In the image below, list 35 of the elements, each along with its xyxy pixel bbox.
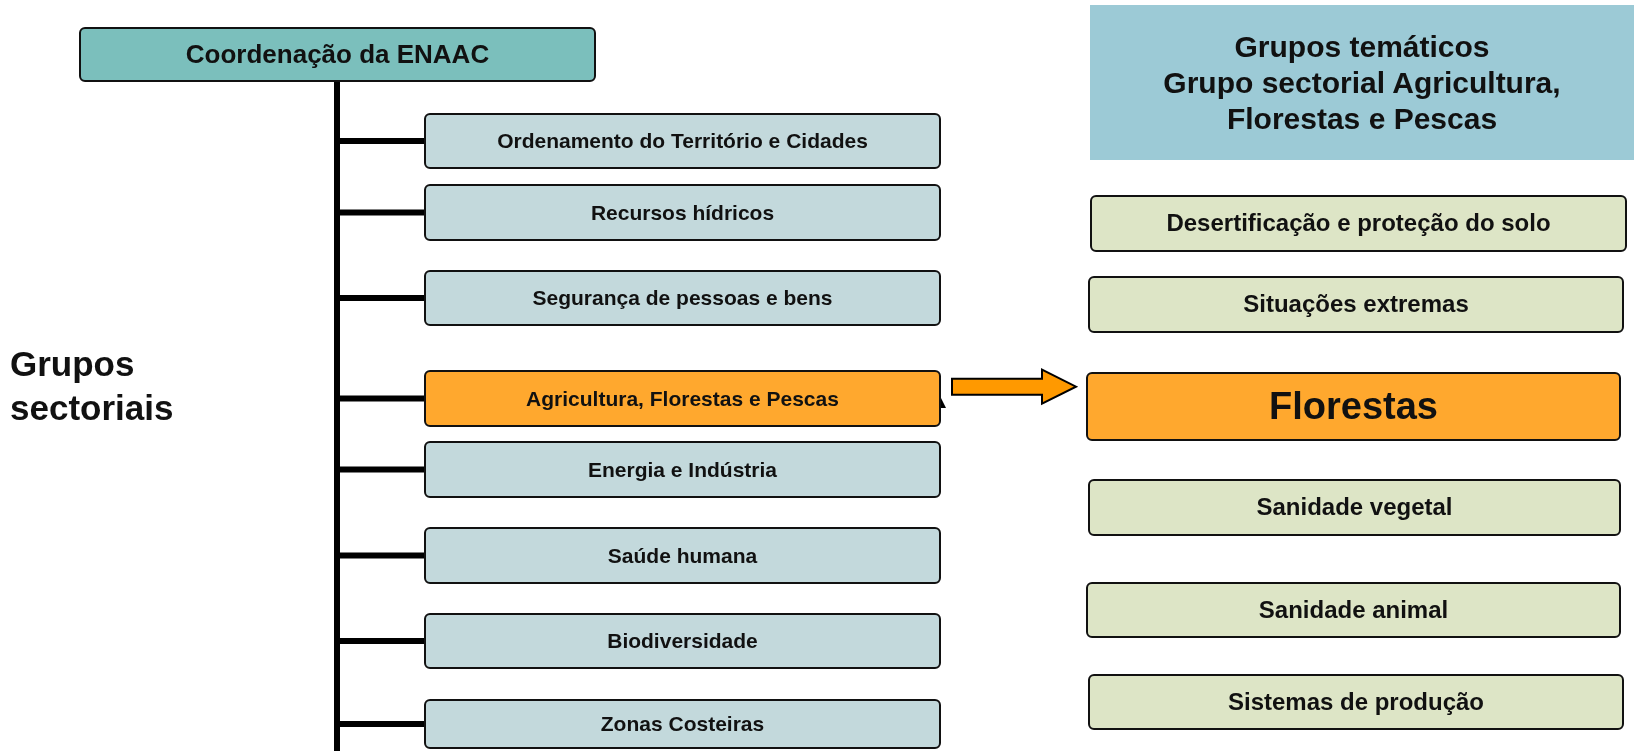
box-label: Situações extremas	[1243, 290, 1469, 319]
group-box	[424, 699, 941, 749]
box-label: Sanidade vegetal	[1256, 493, 1453, 522]
group-box	[1086, 372, 1621, 441]
box-label: Sanidade animal	[1258, 595, 1449, 625]
group-box	[424, 184, 941, 241]
side-heading: Grupos sectoriais	[10, 343, 175, 429]
box-label: Grupos temáticos	[1234, 28, 1490, 65]
box-label: Segurança de pessoas e bens	[532, 285, 833, 311]
box-label: Agricultura, Florestas e Pescas	[526, 385, 839, 412]
box-label: Desertificação e proteção do solo	[1166, 209, 1551, 238]
group-box	[424, 270, 941, 326]
box-label: Energia e Indústria	[587, 456, 778, 483]
group-box	[1086, 582, 1621, 638]
block-arrow	[951, 368, 1079, 406]
group-box	[424, 113, 941, 169]
group-box	[79, 27, 596, 82]
group-box	[1088, 479, 1621, 536]
box-label: Coordenação da ENAAC	[185, 38, 490, 71]
group-box	[424, 613, 941, 669]
group-box	[424, 370, 941, 427]
group-box	[424, 527, 941, 584]
box-label: Florestas	[1269, 383, 1438, 429]
box-label: Zonas Costeiras	[600, 711, 765, 737]
box-label: Sistemas de produção	[1227, 687, 1485, 717]
group-box	[1088, 276, 1624, 333]
group-box	[1090, 195, 1627, 252]
box-label: Biodiversidade	[607, 628, 758, 654]
header-box	[1090, 5, 1634, 160]
group-box	[424, 441, 941, 498]
box-label: Ordenamento do Território e Cidades	[497, 128, 868, 154]
box-label: Grupo sectorial Agricultura, Florestas e Pescas	[1162, 64, 1562, 137]
box-label: Saúde humana	[607, 542, 758, 569]
group-box	[1088, 674, 1624, 730]
box-label: Recursos hídricos	[590, 199, 775, 226]
